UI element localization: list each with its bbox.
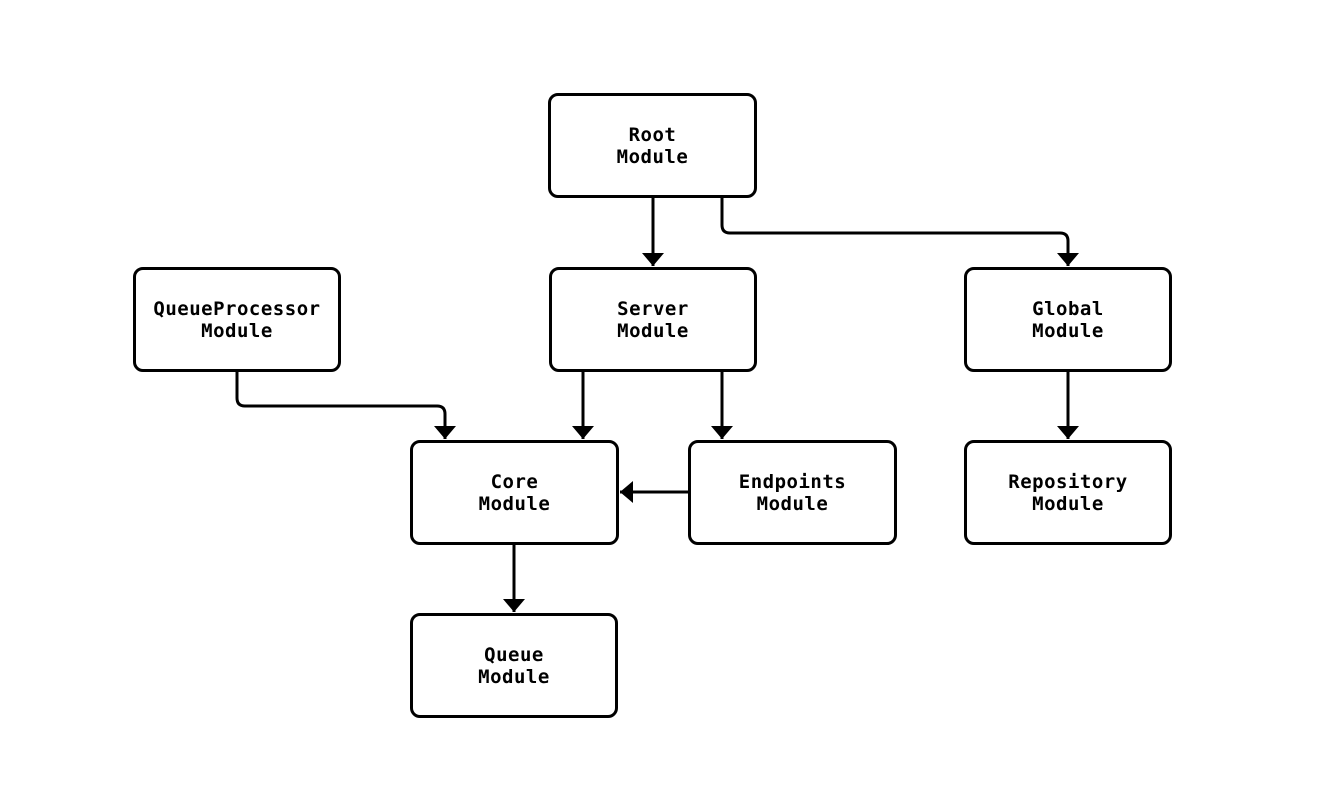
node-global-module: Global Module (964, 267, 1172, 372)
node-server-module: Server Module (549, 267, 757, 372)
edge-root-to-global (720, 198, 1079, 266)
node-label: Global Module (1032, 297, 1104, 342)
node-repository-module: Repository Module (964, 440, 1172, 545)
node-label: Endpoints Module (738, 470, 847, 515)
node-label: Queue Module (478, 643, 550, 688)
node-queueprocessor-module: QueueProcessor Module (133, 267, 341, 372)
node-core-module: Core Module (410, 440, 619, 545)
node-endpoints-module: Endpoints Module (688, 440, 897, 545)
node-label: Root Module (616, 123, 689, 168)
edge-queueprocessor-to-core (235, 372, 456, 439)
node-root-module: Root Module (548, 93, 757, 198)
node-label: Server Module (617, 297, 689, 342)
node-queue-module: Queue Module (410, 613, 618, 718)
node-label: Repository Module (1008, 470, 1128, 515)
node-label: QueueProcessor Module (153, 297, 321, 342)
node-label: Core Module (478, 470, 551, 515)
